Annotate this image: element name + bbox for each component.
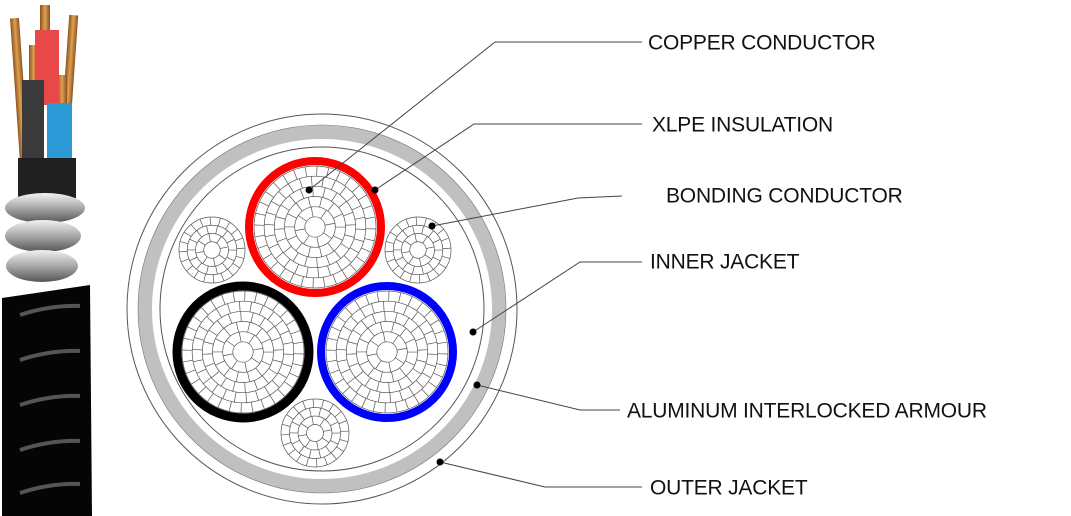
- bonding-conductor-left: [178, 216, 246, 284]
- copper-conductor-red: [253, 165, 377, 289]
- outer-jacket: [2, 285, 92, 516]
- label-bonding-conductor: BONDING CONDUCTOR: [666, 184, 903, 208]
- bonding-conductor-right: [384, 216, 452, 284]
- strand-patterns: [178, 165, 452, 468]
- inner-jacket-ring: [159, 146, 485, 472]
- leader-dots: [305, 186, 481, 466]
- label-copper-conductor: COPPER CONDUCTOR: [648, 31, 876, 55]
- armour-ring-edge: [137, 124, 507, 494]
- blue-insulation: [47, 103, 72, 160]
- label-inner-jacket: INNER JACKET: [650, 250, 800, 274]
- black-xlpe-insulation: [172, 281, 314, 423]
- cable-photo: [2, 5, 92, 516]
- armour-ring: [138, 125, 506, 493]
- outer-jacket-ring: [126, 113, 518, 505]
- black-insulation: [22, 80, 44, 160]
- bonding-conductor-bottom: [280, 398, 350, 468]
- copper-conductor-black: [181, 290, 305, 414]
- label-xlpe-insulation: XLPE INSULATION: [652, 113, 833, 137]
- aluminum-armour: [5, 193, 85, 282]
- blue-xlpe-insulation: [317, 282, 457, 422]
- copper-conductor-blue: [325, 290, 449, 414]
- label-outer-jacket: OUTER JACKET: [650, 476, 808, 500]
- inner-jacket: [18, 158, 76, 198]
- red-xlpe-insulation: [245, 157, 385, 297]
- label-aluminum-interlocked-armour: ALUMINUM INTERLOCKED ARMOUR: [627, 399, 987, 423]
- leader-lines: [308, 41, 642, 488]
